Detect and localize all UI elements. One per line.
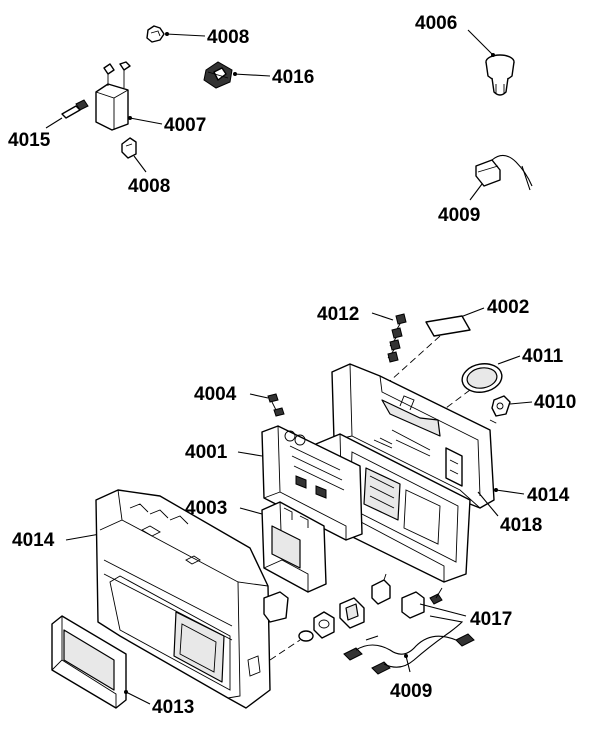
label-4006: 4006 bbox=[415, 13, 457, 34]
label-4018: 4018 bbox=[500, 515, 542, 536]
label-4001: 4001 bbox=[185, 442, 228, 463]
leader-4006 bbox=[467, 29, 493, 55]
leader-4007 bbox=[129, 117, 163, 125]
label-4017: 4017 bbox=[470, 609, 512, 630]
leader-4012 bbox=[371, 312, 394, 321]
label-4010: 4010 bbox=[534, 392, 576, 413]
part-4004-screws bbox=[267, 393, 285, 417]
part-socket-small bbox=[313, 611, 335, 639]
part-4009-harness-lower bbox=[343, 615, 475, 675]
part-4002-plate bbox=[425, 315, 471, 337]
part-4001-board bbox=[261, 425, 363, 541]
label-4012: 4012 bbox=[317, 304, 359, 325]
part-4014-rear-housing bbox=[331, 363, 495, 509]
leader-4004 bbox=[249, 393, 269, 399]
part-4017-sensor bbox=[401, 587, 443, 619]
leader-4014-left bbox=[65, 533, 101, 541]
part-cap-small bbox=[298, 630, 314, 642]
leader-4001 bbox=[237, 451, 263, 457]
leader-4009-lower bbox=[405, 655, 411, 673]
label-4014-left: 4014 bbox=[12, 530, 55, 551]
leader-4011 bbox=[497, 355, 521, 365]
label-4015: 4015 bbox=[8, 130, 51, 151]
label-4008-top: 4008 bbox=[207, 27, 249, 48]
label-4002: 4002 bbox=[487, 297, 529, 318]
part-4010-clip bbox=[491, 395, 511, 417]
leader-4009-upper bbox=[469, 183, 483, 201]
leader-4013 bbox=[125, 691, 151, 705]
label-4014-right: 4014 bbox=[527, 485, 570, 506]
leader-4014-right bbox=[495, 489, 525, 495]
leader-4008-lower bbox=[133, 155, 147, 173]
leader-4003 bbox=[239, 507, 263, 515]
leader-4015 bbox=[45, 117, 63, 129]
part-4008-clip-top bbox=[146, 25, 165, 43]
part-4013-bezel bbox=[51, 615, 127, 709]
part-4008-clip-lower bbox=[121, 137, 137, 159]
part-4003-frame bbox=[261, 501, 327, 593]
label-4016: 4016 bbox=[272, 67, 314, 88]
part-4014-main-housing bbox=[95, 489, 289, 709]
label-4011: 4011 bbox=[522, 346, 564, 367]
part-4016-connector bbox=[203, 61, 233, 89]
part-4012-screws bbox=[387, 313, 407, 363]
part-4006-knob bbox=[485, 54, 515, 96]
part-4011-lens bbox=[461, 363, 503, 393]
label-4008-lower: 4008 bbox=[128, 176, 170, 197]
label-4013: 4013 bbox=[152, 697, 194, 718]
leader-4018 bbox=[477, 491, 499, 517]
label-4009-upper: 4009 bbox=[438, 205, 480, 226]
part-4009-harness-upper bbox=[475, 154, 533, 191]
leader-4010 bbox=[509, 401, 533, 405]
part-plug-small bbox=[371, 573, 391, 605]
label-4004: 4004 bbox=[194, 384, 237, 405]
part-4015-screw bbox=[61, 99, 89, 119]
part-switch-small bbox=[339, 597, 365, 629]
leader-4016 bbox=[233, 73, 271, 77]
label-4007: 4007 bbox=[164, 115, 206, 136]
leader-4017 bbox=[419, 603, 467, 617]
label-4009-lower: 4009 bbox=[390, 681, 432, 702]
label-4003: 4003 bbox=[185, 498, 227, 519]
part-4007-switch bbox=[95, 61, 131, 131]
leader-4008-top bbox=[165, 33, 206, 37]
